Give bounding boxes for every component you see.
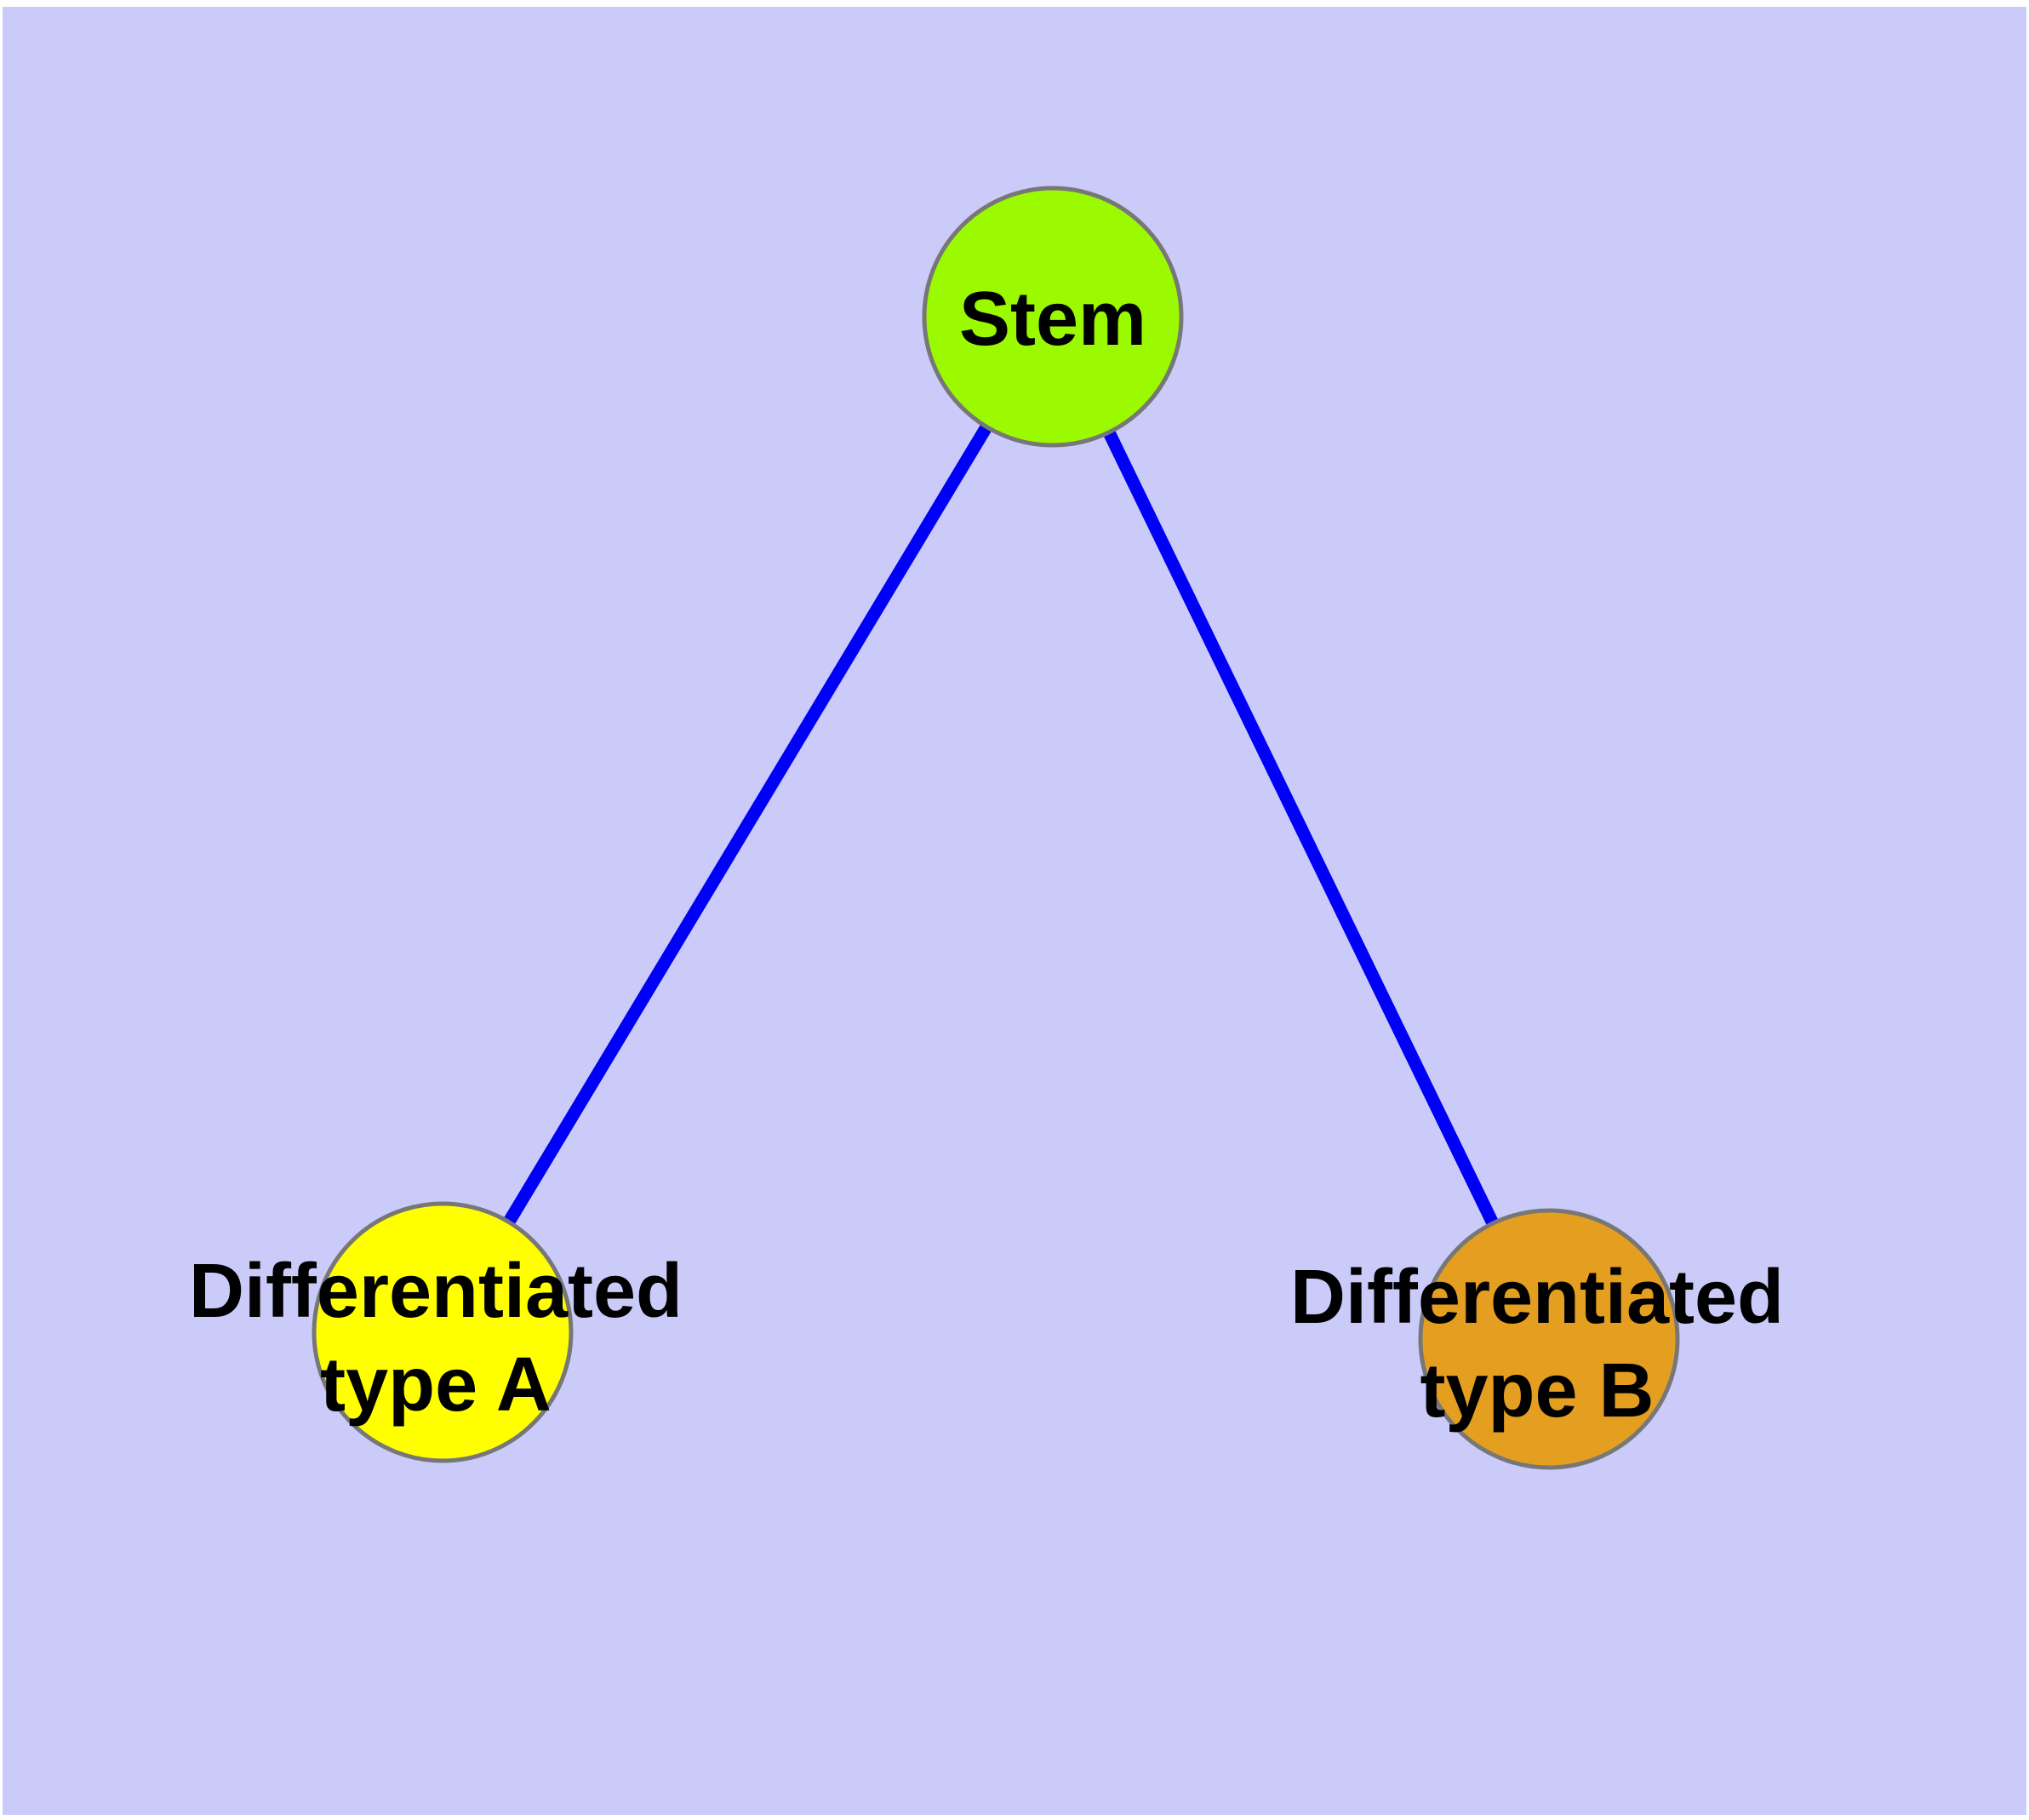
edge-stem-to-type-b: [1047, 313, 1555, 1342]
node-differentiated-type-b-circle: [1418, 1208, 1680, 1470]
node-differentiated-type-a-label-line2: type A: [320, 1342, 552, 1428]
node-differentiated-type-a: Differentiated type A: [189, 1201, 683, 1463]
node-stem: Stem: [922, 186, 1184, 448]
node-differentiated-type-b-label-line1: Differentiated: [1290, 1255, 1784, 1340]
node-differentiated-type-a-label-line1: Differentiated: [189, 1249, 683, 1334]
node-differentiated-type-b: Differentiated type B: [1290, 1208, 1784, 1470]
node-differentiated-type-b-label-line2: type B: [1420, 1348, 1654, 1434]
node-stem-circle: [922, 186, 1184, 448]
node-stem-label: Stem: [959, 277, 1146, 362]
edge-stem-to-type-a: [437, 313, 1059, 1336]
node-differentiated-type-a-circle: [311, 1201, 574, 1463]
